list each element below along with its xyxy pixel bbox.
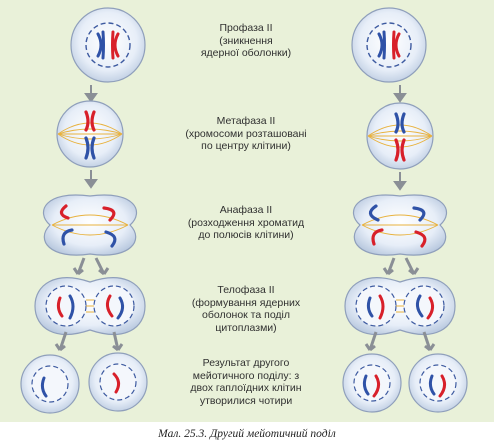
- arrow-metaphase-to-anaphase-right: [393, 172, 407, 191]
- stage-label-telophase: Телофаза ІІ (формування ядерних оболонок…: [170, 284, 322, 334]
- stage-description: утворилися чотири: [199, 394, 293, 407]
- stage-label-result: Результат другого мейотичного поділу: з …: [170, 357, 322, 407]
- metaphase-cell-left: [56, 100, 124, 168]
- meiosis-diagram: [20, 7, 468, 414]
- figure-caption: Мал. 25.3. Другий мейотичний поділ: [158, 428, 336, 440]
- stage-description: до полюсів клітини): [198, 229, 294, 241]
- stage-description: (зникнення: [219, 34, 273, 47]
- arrow-prophase-to-metaphase-right: [393, 85, 407, 103]
- stage-label-prophase: Профаза ІІ (зникнення ядерної оболонки): [170, 22, 322, 60]
- meiosis-figure: Профаза ІІ (зникнення ядерної оболонки) …: [0, 0, 494, 422]
- stage-description: двох гаплоїдних клітин: [190, 382, 302, 394]
- stage-name: Профаза ІІ: [219, 22, 273, 34]
- stage-description: мейотичного поділу: з: [192, 369, 300, 382]
- arrow-prophase-to-metaphase-left: [84, 85, 98, 103]
- stage-description: цитоплазми): [215, 321, 277, 334]
- arrows-anaphase-to-telophase-left: [72, 257, 110, 276]
- prophase-cell-right: [351, 7, 427, 83]
- stage-description: ядерної оболонки): [200, 47, 292, 59]
- stage-name: Анафаза ІІ: [219, 204, 273, 216]
- stage-name: Телофаза ІІ: [217, 284, 275, 296]
- anaphase-cell-right: [352, 194, 448, 256]
- stage-description: оболонок та поділ: [201, 309, 291, 321]
- prophase-cell-left: [70, 7, 146, 83]
- telophase-cell-left: [34, 277, 146, 335]
- stage-description: (формування ядерних: [191, 296, 301, 309]
- telophase-cell-right: [344, 277, 456, 335]
- stage-description: (хромосоми розташовані: [185, 127, 307, 140]
- result-cells-right: [342, 353, 468, 413]
- stage-description: по центру клітини): [201, 140, 291, 152]
- stage-label-metaphase: Метафаза ІІ (хромосоми розташовані по це…: [170, 115, 322, 153]
- metaphase-cell-right: [366, 102, 434, 170]
- result-cells-left: [20, 352, 148, 414]
- anaphase-cell-left: [42, 194, 138, 256]
- stage-name: Результат другого: [202, 357, 290, 369]
- arrows-telophase-to-result-right: [364, 331, 436, 352]
- arrows-anaphase-to-telophase-right: [382, 257, 420, 276]
- arrows-telophase-to-result-left: [54, 331, 124, 352]
- stage-name: Метафаза ІІ: [216, 115, 276, 127]
- stage-description: (розходження хроматид: [187, 216, 305, 229]
- arrow-metaphase-to-anaphase-left: [84, 170, 98, 189]
- stage-label-anaphase: Анафаза ІІ (розходження хроматид до полю…: [170, 204, 322, 242]
